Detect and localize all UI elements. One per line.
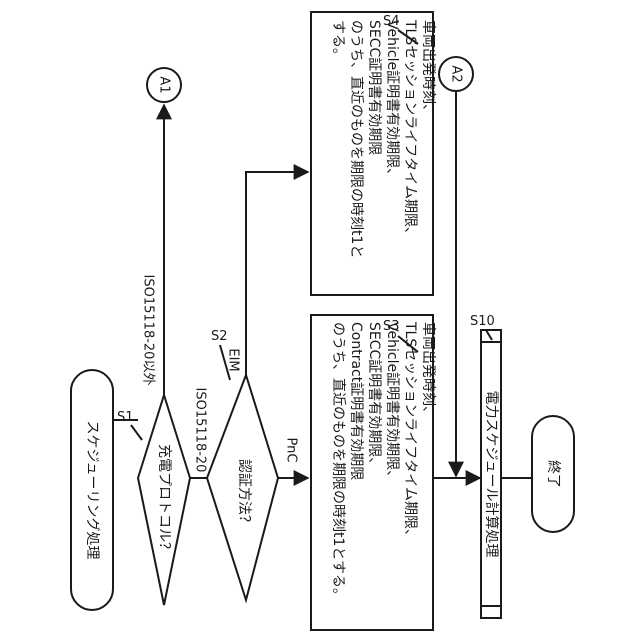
connector-a2-label: A2: [449, 65, 464, 82]
process-s3-line: のうち、直近のものを期限の時刻t1とする。: [330, 322, 347, 602]
end-label: 終了: [545, 460, 561, 488]
process-s3-line: Vehicle証明書有効期限、: [384, 322, 400, 484]
branch-label-iso: ISO15118-20: [193, 388, 208, 473]
process-s3-line: SECC証明書有効期限、: [366, 322, 382, 471]
branch-label-iso-other: ISO15118-20以外: [141, 275, 156, 386]
step-label-s10: S10: [470, 314, 495, 329]
s1-leader: [131, 425, 142, 440]
step-label-s1: S1: [117, 410, 134, 425]
process-s10-label: 電力スケジュール計算処理: [483, 390, 499, 557]
decision-protocol-label: 充電プロトコル？: [156, 444, 172, 556]
connector-a1-label: A1: [157, 76, 172, 93]
step-label-s2: S2: [211, 329, 228, 344]
process-s4-line: 車両出発時刻、: [420, 20, 437, 118]
process-s4-line: Vehicle証明書有効期限、: [384, 20, 400, 182]
process-s3-line: TLSセッションライフタイム期限、: [402, 321, 418, 543]
process-s4-line: する。: [330, 20, 346, 62]
branch-label-eim: EIM: [226, 348, 241, 371]
process-s3-line: Contract証明書有効期限: [348, 322, 364, 480]
start-label: スケジューリング処理: [84, 420, 100, 559]
branch-label-pnc: PnC: [284, 438, 299, 463]
decision-auth-label: 認証方法？: [236, 459, 252, 529]
process-s4-line: TLSセッションライフタイム期限、: [402, 19, 418, 241]
process-s3-line: 車両出発時刻、: [420, 322, 437, 420]
process-s4-line: のうち、直近のものを期限の時刻t1と: [348, 20, 365, 258]
process-s4-line: SECC証明書有効期限: [366, 20, 382, 155]
flow-line-eim-to-s4: [246, 172, 308, 375]
